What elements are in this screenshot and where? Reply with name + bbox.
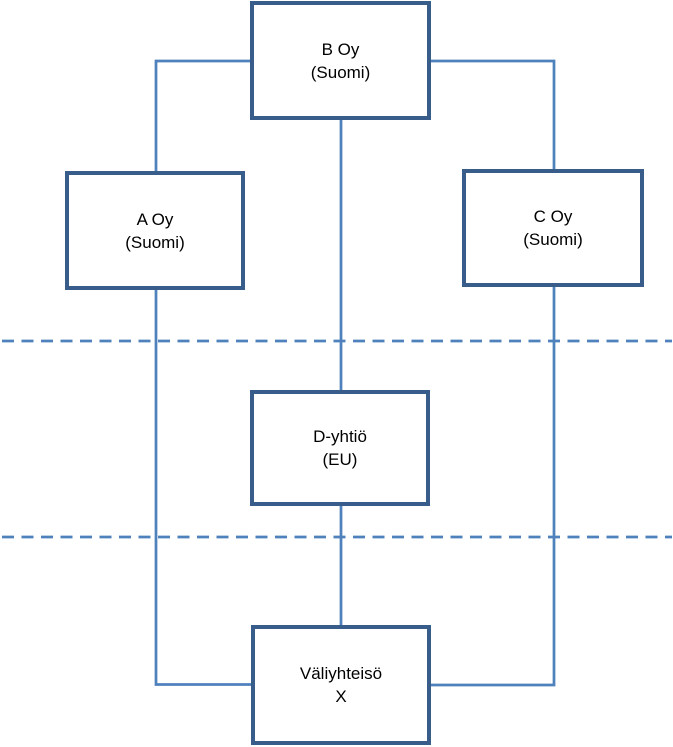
node-a-oy: A Oy (Suomi): [65, 171, 245, 290]
node-valiyhteiso-x: Väliyhteisö X: [251, 625, 431, 745]
connector-a-to-valiyhteiso: [154, 290, 251, 686]
node-b-oy-label: B Oy: [321, 39, 360, 59]
connector-c-to-valiyhteiso: [431, 287, 556, 687]
node-c-oy-sublabel: (Suomi): [523, 230, 583, 249]
node-a-oy-label: A Oy: [136, 209, 174, 229]
node-a-oy-sublabel: (Suomi): [125, 232, 185, 252]
node-b-oy-sublabel: (Suomi): [310, 62, 371, 82]
node-valiyhteiso-x-sublabel: X: [335, 687, 347, 706]
node-d-yhtio: D-yhtiö (EU): [250, 390, 430, 506]
node-b-oy: B Oy (Suomi): [250, 1, 431, 120]
connector-b-to-a: [154, 59, 250, 171]
connector-b-to-c: [431, 59, 556, 169]
node-d-yhtio-label: D-yhtiö: [313, 427, 367, 446]
node-c-oy: C Oy (Suomi): [462, 169, 644, 287]
node-c-oy-label: C Oy: [533, 207, 573, 226]
node-valiyhteiso-x-label: Väliyhteisö: [299, 664, 383, 683]
node-d-yhtio-sublabel: (EU): [322, 450, 358, 469]
